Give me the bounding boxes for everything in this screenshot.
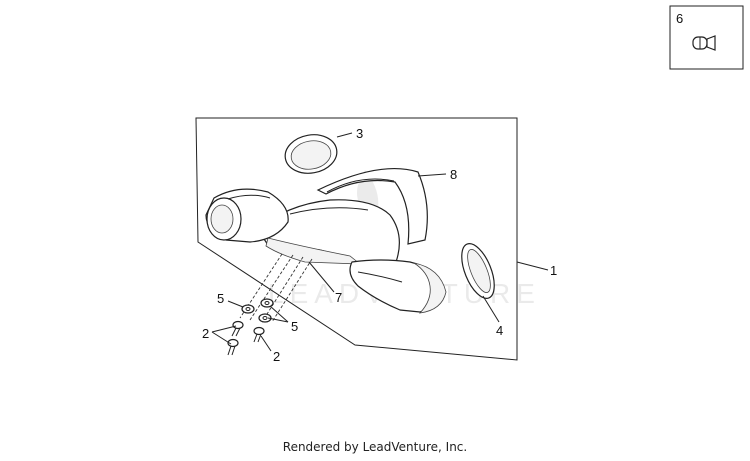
callout-4: 4 (496, 323, 503, 338)
bulb-icon (692, 35, 716, 51)
washer-part-5-a (241, 304, 255, 314)
screw-part-2-b (227, 338, 239, 356)
callout-3: 3 (356, 126, 363, 141)
right-signal-pod (349, 259, 447, 314)
footer-credit: Rendered by LeadVenture, Inc. (282, 440, 468, 454)
callout-8: 8 (450, 167, 457, 182)
callout-5-right: 5 (291, 319, 298, 334)
assembly-outline (195, 117, 518, 361)
callout-7: 7 (335, 290, 342, 305)
screw-part-2-c (253, 326, 265, 343)
screw-part-2-a (231, 320, 244, 337)
left-signal-pod (205, 188, 289, 243)
inset-box-part-6 (669, 5, 744, 70)
assembly-guide-lines (239, 253, 313, 323)
washer-part-5-c (258, 313, 272, 323)
leader-lines (211, 132, 549, 352)
washer-part-5-b (260, 298, 274, 308)
lens-part-3 (284, 134, 338, 174)
lens-part-4 (461, 243, 495, 299)
callout-6: 6 (676, 11, 683, 26)
callout-5-left: 5 (217, 291, 224, 306)
housing-body-part-7 (257, 199, 400, 265)
callout-2-bottom: 2 (273, 349, 280, 364)
callout-2-left: 2 (202, 326, 209, 341)
cover-part-8 (316, 167, 428, 245)
callout-1: 1 (550, 263, 557, 278)
